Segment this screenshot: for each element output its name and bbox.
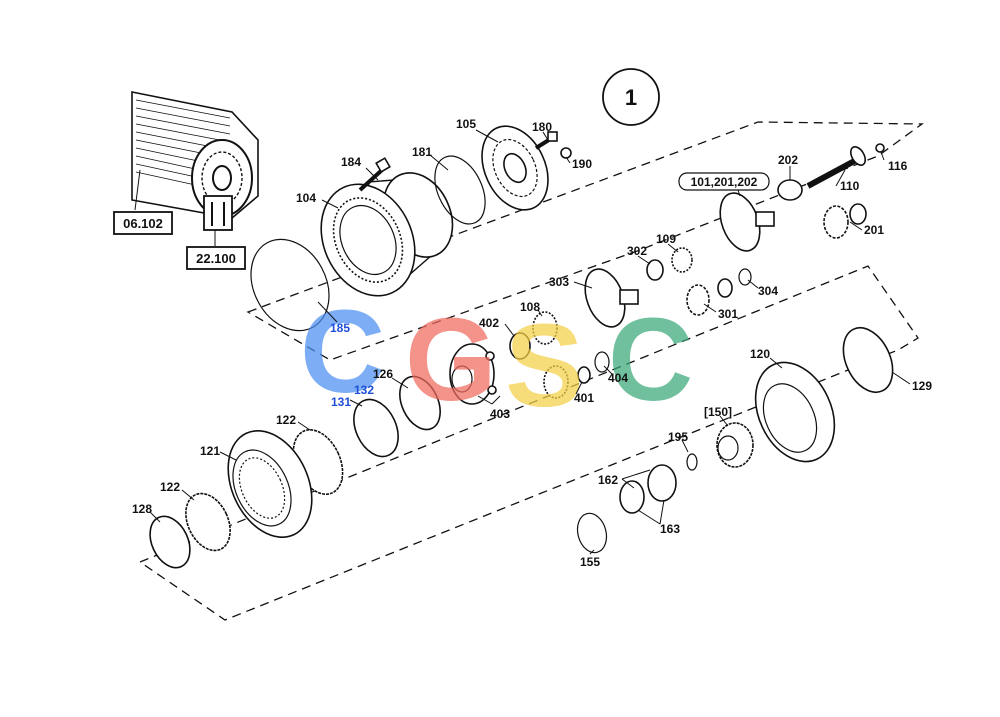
lower-group-outline xyxy=(138,265,919,621)
label-184: 184 xyxy=(341,155,361,169)
watermark-letter-c2: C xyxy=(608,294,693,426)
label-180: 180 xyxy=(532,120,552,134)
seal-128 xyxy=(149,515,191,569)
bolt-184 xyxy=(358,157,391,192)
washer-202 xyxy=(777,179,803,201)
label-403: 403 xyxy=(490,407,510,421)
hub-105 xyxy=(481,125,549,211)
label-185: 185 xyxy=(330,321,350,335)
planet-carrier-303 xyxy=(584,268,639,328)
housing-120 xyxy=(754,361,836,463)
bearing-122-lower xyxy=(185,492,231,552)
watermark-letter-c1: C xyxy=(300,286,385,418)
label-116: 116 xyxy=(888,159,908,173)
gear-150 xyxy=(716,422,754,468)
washer-302 xyxy=(646,259,664,281)
label-202: 202 xyxy=(778,153,798,167)
label-101-text: 101,201,202 xyxy=(691,175,758,189)
watermark-letter-s: S xyxy=(505,300,584,432)
gear-301 xyxy=(686,278,733,316)
label-122-lower: 122 xyxy=(160,480,180,494)
label-110: 110 xyxy=(840,179,860,193)
label-162: 162 xyxy=(598,473,618,487)
circlip-304 xyxy=(738,268,752,286)
upper-group-outline xyxy=(246,121,924,361)
label-101-201-202: 101,201,202 xyxy=(678,172,770,191)
circlip-404 xyxy=(594,351,610,373)
label-401: 401 xyxy=(574,391,594,405)
label-121: 121 xyxy=(200,444,220,458)
leader-lines xyxy=(149,129,911,555)
circlip-195 xyxy=(686,453,698,471)
label-181: 181 xyxy=(412,145,432,159)
planet-carrier-403 xyxy=(449,343,497,405)
group-number: 1 xyxy=(625,85,637,110)
bearing-109 xyxy=(671,247,693,273)
label-120: 120 xyxy=(750,347,770,361)
shaft-110 xyxy=(806,146,867,189)
label-301: 301 xyxy=(718,307,738,321)
ring-162b xyxy=(619,480,645,514)
pin-401 xyxy=(577,366,591,384)
bearing-108 xyxy=(532,311,558,345)
label-128: 128 xyxy=(132,502,152,516)
bearing-108b xyxy=(543,365,569,399)
watermark: C G S C xyxy=(300,286,693,432)
label-104: 104 xyxy=(296,191,316,205)
label-131: 131 xyxy=(331,395,351,409)
label-105: 105 xyxy=(456,117,476,131)
ring-126 xyxy=(399,375,441,431)
label-129: 129 xyxy=(912,379,932,393)
label-404: 404 xyxy=(608,371,628,385)
sun-gear-101 xyxy=(719,192,775,252)
label-201: 201 xyxy=(864,223,884,237)
washer-402 xyxy=(509,332,531,360)
label-108: 108 xyxy=(520,300,540,314)
o-ring-181 xyxy=(434,155,486,225)
label-163: 163 xyxy=(660,522,680,536)
label-195: 195 xyxy=(668,430,688,444)
ring-162a xyxy=(647,464,677,502)
screw-180 xyxy=(534,131,558,150)
label-122-upper: 122 xyxy=(276,413,296,427)
seal-129 xyxy=(842,327,894,393)
ref-box-label: 06.102 xyxy=(123,216,163,231)
group-number-badge: 1 xyxy=(602,68,660,126)
label-304: 304 xyxy=(758,284,778,298)
label-302: 302 xyxy=(627,244,647,258)
circlip-116 xyxy=(875,143,885,153)
part-labels: 105 180 190 184 181 104 185 202 116 110 … xyxy=(132,117,932,569)
snap-ring-155 xyxy=(576,512,608,554)
label-303: 303 xyxy=(549,275,569,289)
label-190: 190 xyxy=(572,157,592,171)
label-109: 109 xyxy=(656,232,676,246)
label-132: 132 xyxy=(354,383,374,397)
watermark-letter-g: G xyxy=(405,294,497,426)
bearing-131 xyxy=(353,398,399,458)
gear-201 xyxy=(823,203,867,239)
label-150: [150] xyxy=(704,405,732,419)
label-126: 126 xyxy=(373,367,393,381)
o-ring-185 xyxy=(250,238,330,332)
label-402: 402 xyxy=(479,316,499,330)
machine-context-illustration xyxy=(131,91,259,246)
wheel-hub-121 xyxy=(227,429,313,539)
label-155: 155 xyxy=(580,555,600,569)
ref-box-22-100[interactable]: 22.100 xyxy=(186,246,246,270)
ring-carrier-104 xyxy=(320,172,454,297)
nut-190 xyxy=(560,147,572,159)
ref-box-label: 22.100 xyxy=(196,251,236,266)
ref-box-06-102[interactable]: 06.102 xyxy=(113,211,173,235)
